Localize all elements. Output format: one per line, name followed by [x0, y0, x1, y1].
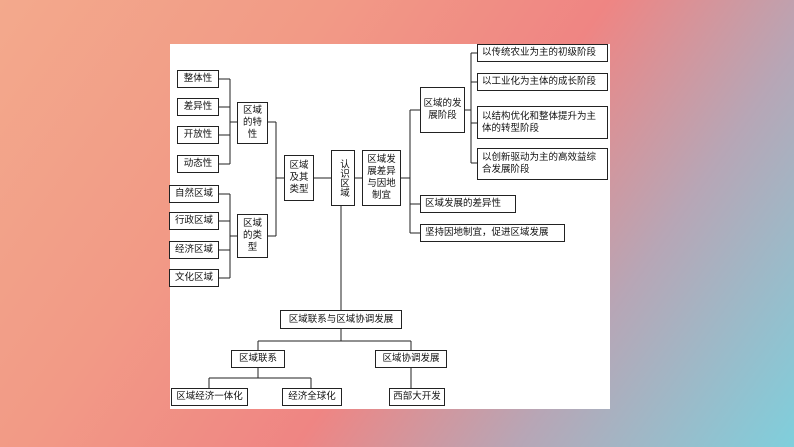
branch-region-types: 区域及其类型 [284, 155, 314, 201]
type-administrative-region: 行政区域 [169, 212, 219, 230]
stages-group: 区域的发展阶段 [420, 87, 465, 133]
link-globalization: 经济全球化 [282, 388, 342, 406]
stage-traditional-agriculture: 以传统农业为主的初级阶段 [477, 44, 608, 62]
development-difference: 区域发展的差异性 [420, 195, 516, 213]
characteristic-difference: 差异性 [177, 98, 219, 116]
coordination-group: 区域协调发展 [375, 350, 447, 368]
characteristic-integrity: 整体性 [177, 70, 219, 88]
type-economic-region: 经济区域 [169, 241, 219, 259]
stage-transformation: 以结构优化和整体提升为主体的转型阶段 [477, 106, 608, 139]
type-natural-region: 自然区域 [169, 185, 219, 203]
characteristics-group: 区域的特性 [237, 102, 268, 144]
characteristic-openness: 开放性 [177, 126, 219, 144]
characteristic-dynamics: 动态性 [177, 155, 219, 173]
types-group: 区域的类型 [237, 214, 268, 258]
adapt-to-local-conditions: 坚持因地制宜，促进区域发展 [420, 224, 565, 242]
root-know-region: 认识区域 [331, 150, 355, 206]
coordination-west-development: 西部大开发 [389, 388, 445, 406]
stage-industrialization: 以工业化为主体的成长阶段 [477, 73, 608, 91]
stage-innovation: 以创新驱动为主的高效益综合发展阶段 [477, 148, 608, 180]
link-regional-integration: 区域经济一体化 [171, 388, 248, 406]
links-group: 区域联系 [231, 350, 285, 368]
branch-region-links: 区域联系与区域协调发展 [280, 310, 402, 329]
type-cultural-region: 文化区域 [169, 269, 219, 287]
branch-development-difference: 区域发展差异与因地制宜 [362, 150, 401, 206]
